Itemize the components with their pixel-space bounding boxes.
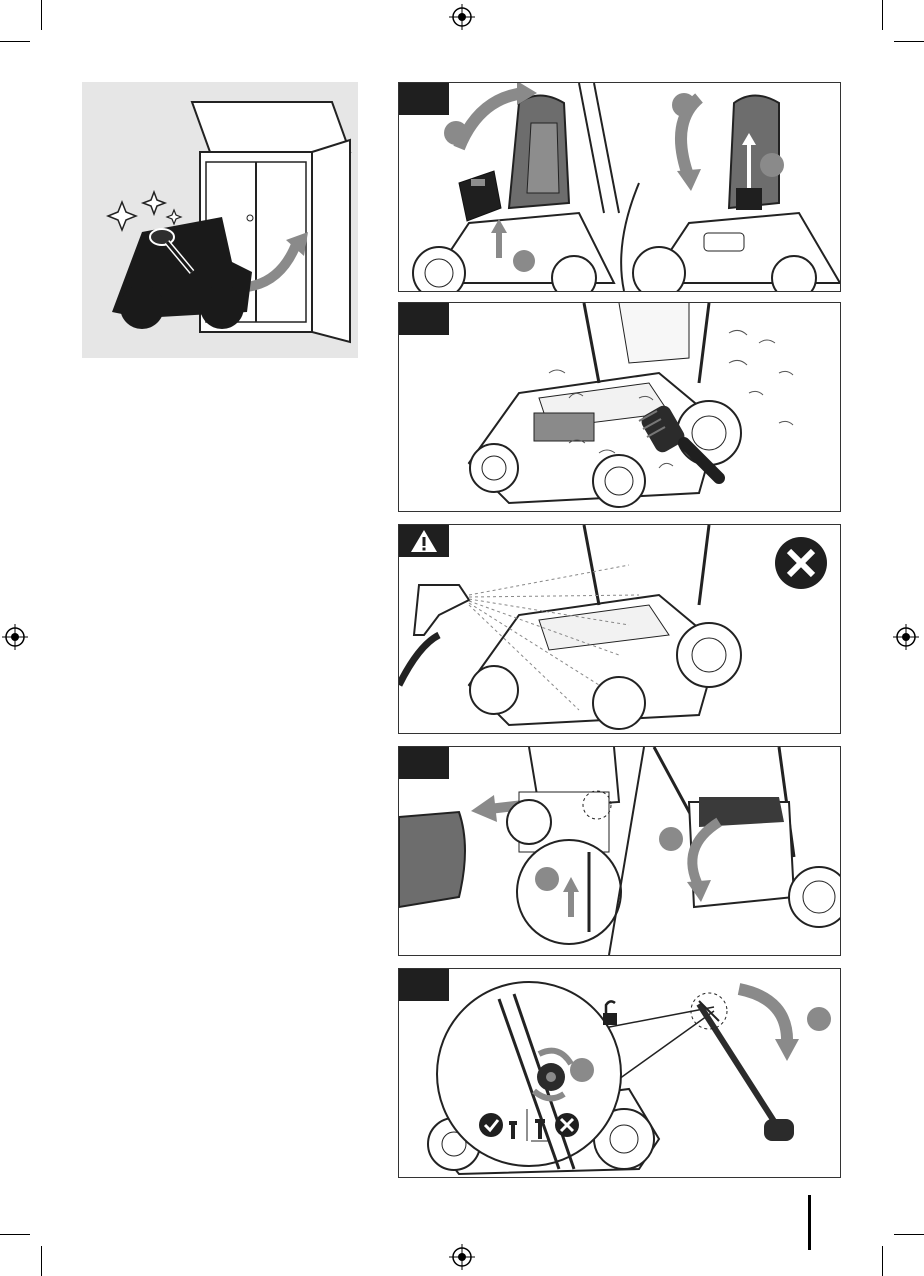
check-circle-icon [479, 1113, 503, 1137]
registration-mark-icon [449, 1244, 475, 1270]
handle-folding-illustration [399, 969, 840, 1177]
water-hose-illustration [399, 525, 840, 733]
registration-mark-icon [893, 624, 919, 650]
page-edge-bar [808, 1195, 811, 1250]
crop-mark-top-right-h [894, 41, 924, 42]
panel-battery-removal [398, 82, 841, 292]
battery-removal-illustration [399, 83, 840, 291]
grass-bag-illustration [399, 747, 840, 955]
step-tag [399, 969, 449, 1001]
crop-mark-bottom-right-h [894, 1234, 924, 1235]
brush-cleaning-illustration [399, 303, 840, 511]
panel-handle-folding [398, 968, 841, 1178]
crop-mark-bottom-left-h [0, 1234, 30, 1235]
crop-mark-top-right-v [882, 0, 883, 30]
panel-cleaning-brush [398, 302, 841, 512]
crop-mark-bottom-right-v [882, 1246, 883, 1276]
crop-mark-top-left-h [0, 41, 30, 42]
warning-tag [399, 525, 449, 557]
registration-mark-icon [2, 624, 28, 650]
crop-mark-bottom-left-v [41, 1246, 42, 1276]
unlocked-padlock-icon [603, 1001, 617, 1025]
prohibited-x-icon [775, 537, 827, 589]
step-tag [399, 747, 449, 779]
step-tag [399, 83, 449, 115]
storage-illustration [82, 82, 358, 358]
crop-mark-top-left-v [41, 0, 42, 30]
step-tag [399, 303, 449, 335]
panel-no-water-warning [398, 524, 841, 734]
x-circle-icon [555, 1113, 579, 1137]
cabinet-storage-illustration [82, 82, 358, 358]
panel-grass-bag-removal [398, 746, 841, 956]
registration-mark-icon [449, 4, 475, 30]
warning-triangle-icon [409, 528, 439, 554]
